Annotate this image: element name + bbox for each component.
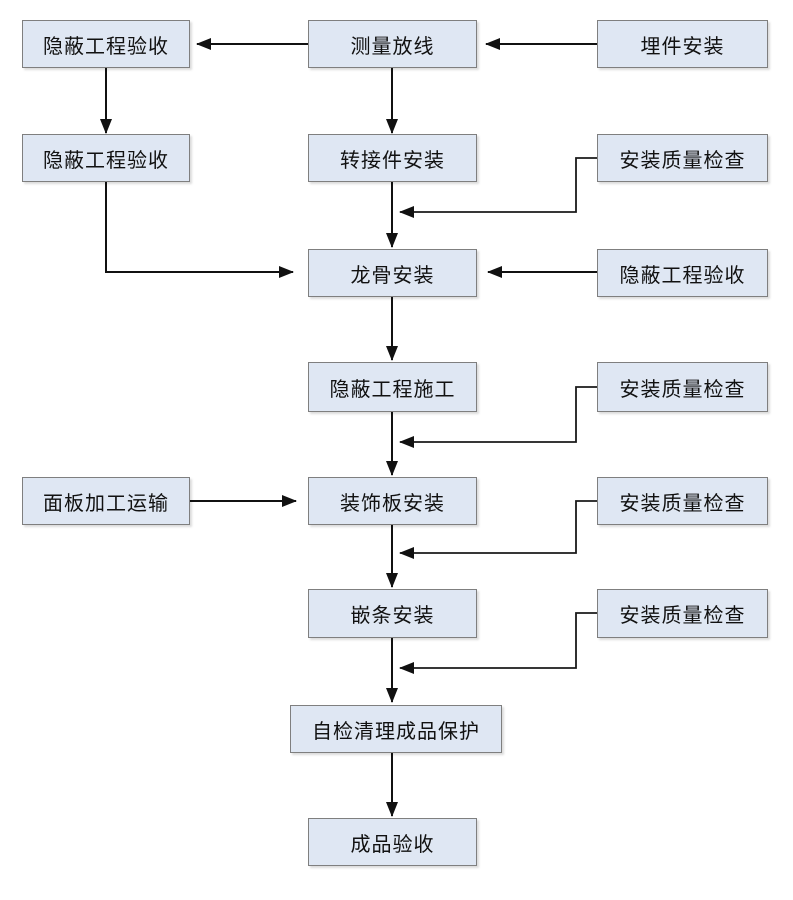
flow-node-concealed-acceptance-3: 隐蔽工程验收 xyxy=(597,249,768,297)
flow-node-trim-install: 嵌条安装 xyxy=(308,589,477,638)
flow-node-quality-check-4: 安装质量检查 xyxy=(597,589,768,638)
flow-node-adapter-install: 转接件安装 xyxy=(308,134,477,182)
flow-node-concealed-acceptance-2: 隐蔽工程验收 xyxy=(22,134,190,182)
edge-qualitycheck3-feedback xyxy=(399,500,597,559)
flow-node-self-check-protect: 自检清理成品保护 xyxy=(290,705,502,753)
flow-node-panel-processing: 面板加工运输 xyxy=(22,477,190,525)
edge-qualitycheck1-feedback xyxy=(399,157,597,218)
flow-node-concealed-acceptance-1: 隐蔽工程验收 xyxy=(22,20,190,68)
flow-node-quality-check-1: 安装质量检查 xyxy=(597,134,768,182)
edge-concealed2-to-keel xyxy=(105,182,294,278)
flow-node-embed-install: 埋件安装 xyxy=(597,20,768,68)
flow-node-concealed-construction: 隐蔽工程施工 xyxy=(308,362,477,412)
flow-node-quality-check-2: 安装质量检查 xyxy=(597,362,768,412)
flow-node-quality-check-3: 安装质量检查 xyxy=(597,477,768,525)
flow-node-decor-panel-install: 装饰板安装 xyxy=(308,477,477,525)
edge-qualitycheck4-feedback xyxy=(399,612,597,674)
edge-qualitycheck2-feedback xyxy=(399,386,597,448)
flow-node-survey-layout: 测量放线 xyxy=(308,20,477,68)
flow-node-final-acceptance: 成品验收 xyxy=(308,818,477,866)
flow-node-keel-install: 龙骨安装 xyxy=(308,249,477,297)
